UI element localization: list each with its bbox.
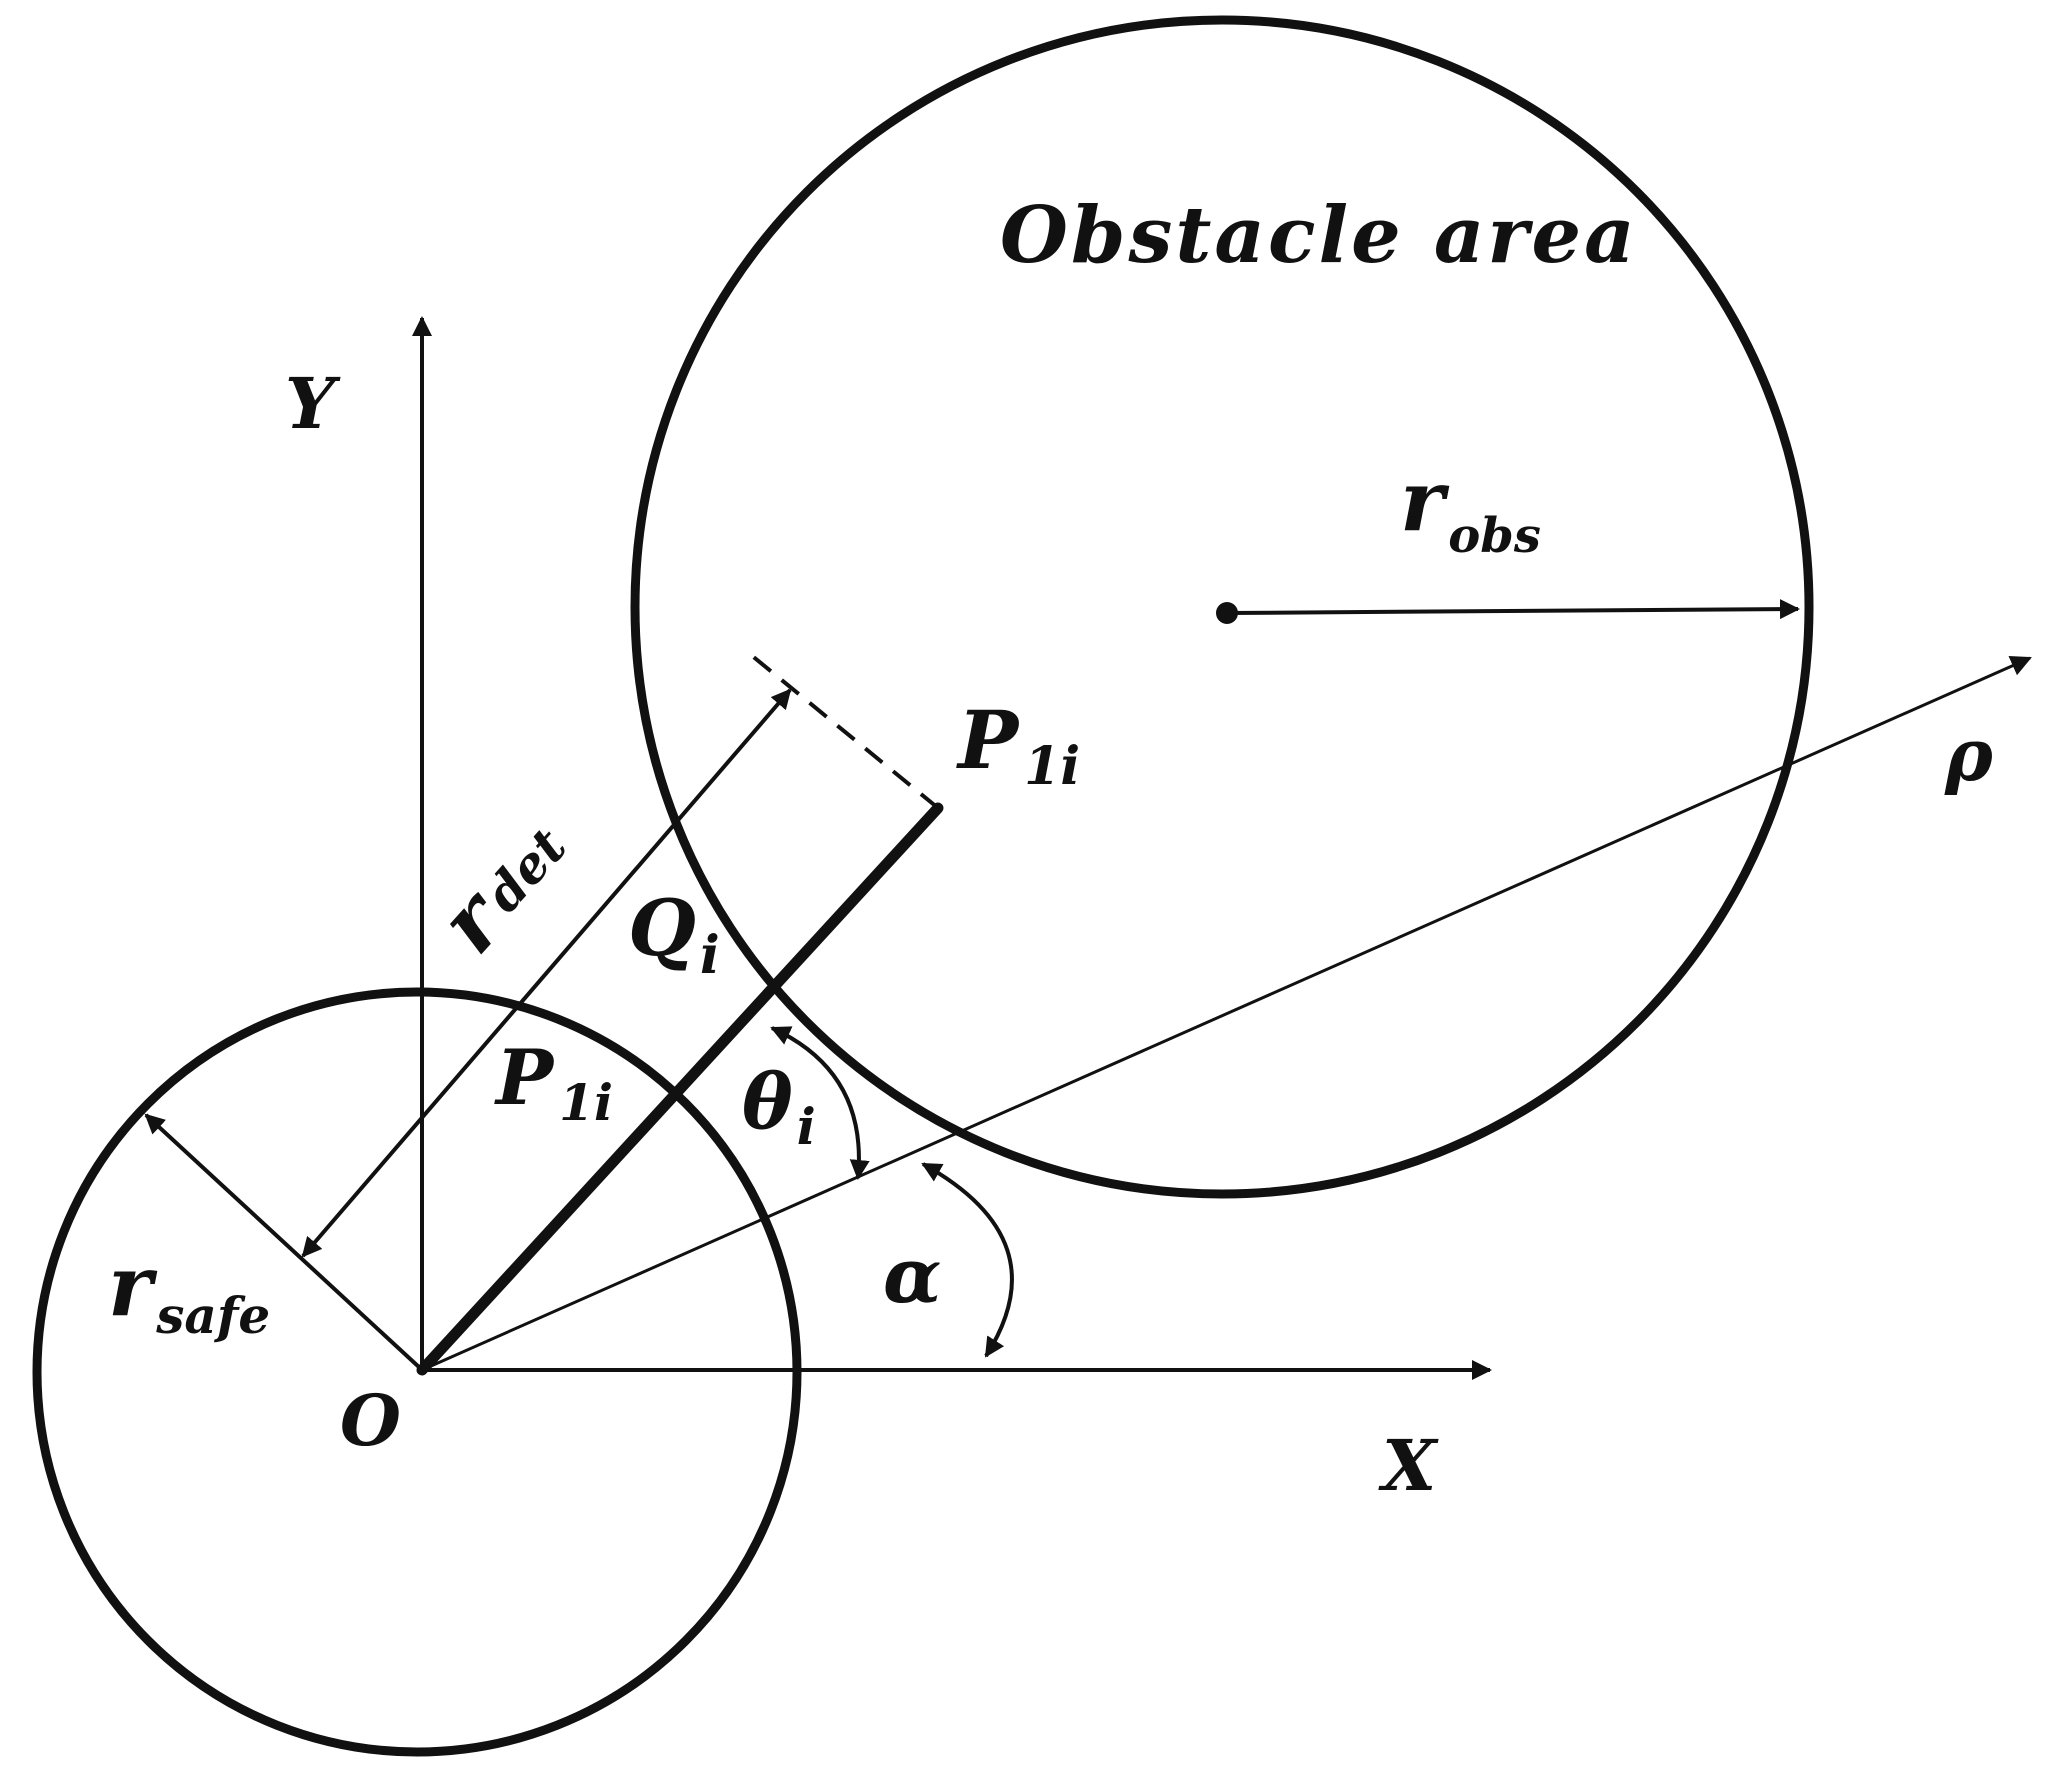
rho-ray [421,656,2032,1372]
origin-label: O [340,1379,401,1462]
qi-label: Qi [628,883,720,986]
alpha-angle-arc [921,1162,1014,1358]
r-safe-radius [144,1113,422,1370]
r-det-label: rdet [419,800,588,972]
r-obs-radius [1226,599,1800,620]
obstacle-circle [630,15,1814,1199]
r-safe-label: rsafe [108,1236,270,1345]
r-obs-label: robs [1400,451,1541,564]
theta-i-label: θi [742,1057,816,1156]
y-axis-label: Y [285,362,341,445]
theta-angle-arc [770,1026,870,1180]
r-det-dimension [301,688,792,1258]
perpendicular-dashed [743,648,940,810]
rho-label: ρ [1944,712,1994,797]
alpha-label: α [883,1231,941,1320]
obstacle-area-label: Obstacle area [1000,190,1638,281]
x-axis-label: X [1378,1424,1439,1507]
